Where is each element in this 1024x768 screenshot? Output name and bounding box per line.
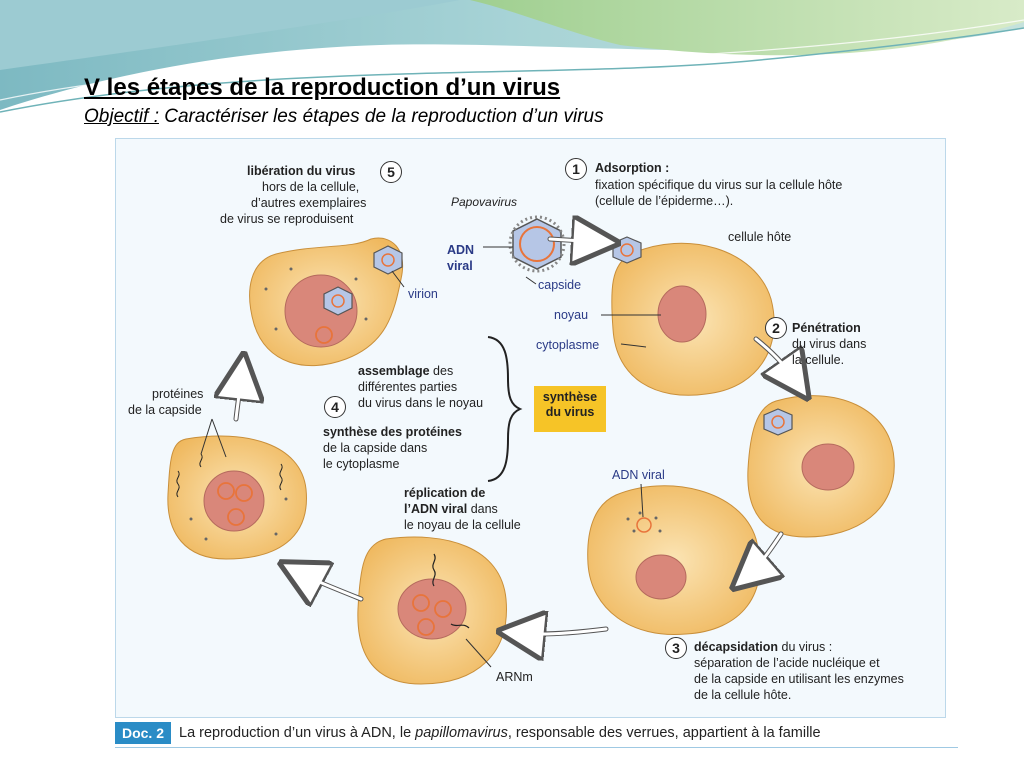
caption-after: , responsable des verrues, appartient à … — [507, 725, 821, 741]
slide-title: V les étapes de la reproduction d’un vir… — [84, 74, 561, 101]
adn-viral-label: ADN viral — [612, 468, 665, 482]
step-3-line3: de la cellule hôte. — [694, 688, 792, 702]
synthese-highlight: synthèse du virus — [534, 386, 606, 432]
cycle-arrows-inner — [234, 237, 798, 636]
arnm-label: ARNm — [496, 670, 533, 684]
step-5-line3: d’autres exemplaires — [251, 196, 367, 210]
adn-viral-line1: ADN — [447, 243, 475, 257]
leader-lines — [200, 246, 661, 668]
replication-title1: réplication de — [404, 486, 486, 500]
cell-liberation — [249, 237, 403, 366]
assemblage-line3: du virus dans le noyau — [358, 396, 484, 410]
figure-caption: Doc. 2 La reproduction d’un virus à ADN,… — [115, 719, 958, 749]
replication-title2-line: l’ADN viral dans — [404, 501, 498, 517]
diagram-drawing — [167, 139, 895, 685]
step-3-title-rest: du virus : — [778, 640, 833, 654]
step-3-line1: séparation de l’acide nucléique et — [694, 656, 880, 670]
virus-reproduction-diagram: 1 Adsorption : fixation spécifique du vi… — [115, 138, 946, 718]
cell-replication — [357, 536, 507, 685]
step-3-title-line: décapsidation du virus : — [694, 639, 832, 655]
synthese-line1: synthèse — [542, 390, 598, 404]
step-2-line2: la cellule. — [792, 353, 845, 367]
assemblage-title-rest: des — [429, 364, 454, 378]
step-3-number: 3 — [665, 637, 687, 659]
caption-italic: papillomavirus — [415, 725, 508, 741]
cytoplasme-label: cytoplasme — [536, 338, 600, 352]
step-1-title: Adsorption : — [595, 161, 670, 175]
step-4-line3: le cytoplasme — [323, 457, 400, 471]
caption-divider — [115, 747, 958, 748]
cell-decapsidation — [587, 485, 761, 636]
cell-adsorption — [611, 236, 775, 396]
capside-label: capside — [538, 278, 582, 292]
step-4-title: synthèse des protéines — [323, 425, 462, 439]
free-virus — [508, 215, 566, 273]
synthesis-brace — [487, 336, 523, 482]
adn-viral-line2: viral — [447, 259, 473, 273]
step-5-title: libération du virus — [247, 164, 356, 178]
virus-name-label: Papovavirus — [451, 195, 518, 209]
assemblage-title-line: assemblage des — [358, 363, 453, 379]
replication-title2-rest: dans — [467, 502, 498, 516]
cell-penetration — [747, 395, 895, 538]
assemblage-title: assemblage — [358, 364, 430, 378]
objective-text: Caractériser les étapes de la reproducti… — [158, 106, 604, 127]
virion-label: virion — [408, 287, 438, 301]
doc-badge: Doc. 2 — [115, 722, 171, 744]
replication-line3: le noyau de la cellule — [404, 518, 521, 532]
step-5-line4: de virus se reproduisent — [220, 212, 354, 226]
replication-title2: l’ADN viral — [404, 502, 468, 516]
step-2-title: Pénétration — [792, 321, 861, 335]
step-5-line2: hors de la cellule, — [262, 180, 360, 194]
noyau-label: noyau — [554, 308, 589, 322]
proteines-line1: protéines — [152, 387, 204, 401]
step-1-line2: (cellule de l’épiderme…). — [595, 194, 734, 208]
step-2-number: 2 — [765, 317, 787, 339]
step-4-line2: de la capside dans — [323, 441, 428, 455]
step-3-line2: de la capside en utilisant les enzymes — [694, 672, 904, 686]
step-4-number: 4 — [324, 396, 346, 418]
step-5-number: 5 — [380, 161, 402, 183]
header-banner — [0, 0, 1024, 113]
step-2-line1: du virus dans — [792, 337, 867, 351]
step-1-line1: fixation spécifique du virus sur la cell… — [595, 178, 843, 192]
step-1-number: 1 — [565, 158, 587, 180]
assemblage-line2: différentes parties — [358, 380, 458, 394]
caption-before: La reproduction d’un virus à ADN, le — [179, 725, 416, 741]
slide-objective: Objectif : Caractériser les étapes de la… — [84, 106, 604, 128]
cell-protein-synthesis — [167, 435, 307, 560]
step-3-title: décapsidation — [694, 640, 779, 654]
cellule-hote-label: cellule hôte — [728, 230, 792, 244]
proteines-line2: de la capside — [128, 403, 202, 417]
synthese-line2: du virus — [545, 405, 595, 419]
caption-text: La reproduction d’un virus à ADN, le pap… — [179, 725, 821, 741]
objective-label: Objectif : — [84, 106, 159, 127]
